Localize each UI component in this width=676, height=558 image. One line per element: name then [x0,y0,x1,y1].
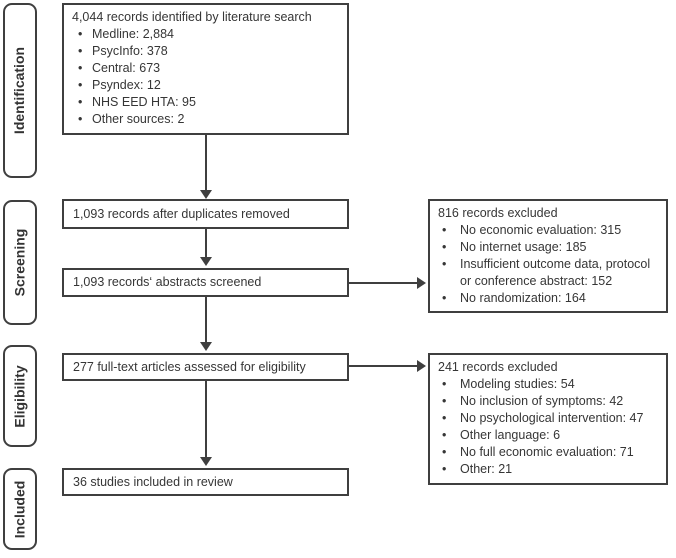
bullet-icon: • [78,112,83,126]
abstracts-screened-box: 1,093 records‘ abstracts screened [62,268,349,297]
list-item: • Insufficient outcome data, protocol or… [438,256,662,290]
excluded-insufficient-outcome-data: Insufficient outcome data, protocol or c… [460,257,651,288]
arrow-line-screened-to-excluded [349,282,418,284]
list-item: • No inclusion of symptoms: 42 [438,393,662,410]
arrow-head-down-icon [200,257,212,266]
stage-label-screening: Screening [3,200,37,325]
source-medline: Medline: 2,884 [92,27,175,41]
bullet-icon: • [78,27,83,41]
bullet-icon: • [442,445,447,459]
list-item: • PsycInfo: 378 [72,43,343,60]
excluded-no-internet-usage: No internet usage: 185 [460,240,587,254]
arrow-head-down-icon [200,342,212,351]
bullet-icon: • [442,394,447,408]
fulltext-assessed-box: 277 full-text articles assessed for elig… [62,353,349,381]
stage-label-included: Included [3,468,37,550]
list-item: • Other language: 6 [438,427,662,444]
stage-label-identification: Identification [3,3,37,178]
excluded-no-economic-evaluation: No economic evaluation: 315 [460,223,622,237]
bullet-icon: • [442,428,447,442]
records-identified-title: 4,044 records identified by literature s… [72,10,312,24]
source-nhs-eed-hta: NHS EED HTA: 95 [92,95,196,109]
records-identified-box: 4,044 records identified by literature s… [62,3,349,135]
excluded-modeling-studies: Modeling studies: 54 [460,377,575,391]
arrow-head-right-icon [417,360,426,372]
bullet-icon: • [442,257,447,271]
bullet-icon: • [78,61,83,75]
list-item: • Other sources: 2 [72,111,343,128]
bullet-icon: • [442,377,447,391]
source-psycinfo: PsycInfo: 378 [92,44,168,58]
arrow-head-down-icon [200,457,212,466]
excluded-screening-title: 816 records excluded [438,206,558,220]
bullet-icon: • [442,411,447,425]
excluded-no-psychological-intervention: No psychological intervention: 47 [460,411,644,425]
list-item: • Other: 21 [438,461,662,478]
list-item: • Modeling studies: 54 [438,376,662,393]
duplicates-removed-box: 1,093 records after duplicates removed [62,199,349,229]
arrow-line-fulltext-to-included [205,381,207,458]
excluded-no-full-economic-evaluation: No full economic evaluation: 71 [460,445,634,459]
stage-label-identification-text: Identification [11,46,28,135]
list-item: • No psychological intervention: 47 [438,410,662,427]
stage-label-eligibility-text: Eligibility [11,364,28,428]
arrow-line-duplicates-to-screened [205,229,207,258]
stage-label-included-text: Included [11,480,28,538]
excluded-eligibility-title: 241 records excluded [438,360,558,374]
duplicates-removed-text: 1,093 records after duplicates removed [73,206,290,221]
list-item: • Central: 673 [72,60,343,77]
arrow-head-down-icon [200,190,212,199]
bullet-icon: • [442,462,447,476]
arrow-line-fulltext-to-excluded [349,365,418,367]
list-item: • No randomization: 164 [438,290,662,307]
source-psyndex: Psyndex: 12 [92,78,161,92]
excluded-no-inclusion-of-symptoms: No inclusion of symptoms: 42 [460,394,624,408]
bullet-icon: • [78,44,83,58]
arrow-head-right-icon [417,277,426,289]
list-item: • No economic evaluation: 315 [438,222,662,239]
source-other: Other sources: 2 [92,112,185,126]
arrow-line-identified-to-duplicates [205,135,207,192]
stage-label-screening-text: Screening [11,228,28,297]
bullet-icon: • [442,291,447,305]
bullet-icon: • [78,78,83,92]
excluded-screening-box: 816 records excluded • No economic evalu… [428,199,668,313]
list-item: • Medline: 2,884 [72,26,343,43]
abstracts-screened-text: 1,093 records‘ abstracts screened [73,275,262,289]
source-central: Central: 673 [92,61,161,75]
list-item: • No full economic evaluation: 71 [438,444,662,461]
included-in-review-text: 36 studies included in review [73,474,233,489]
list-item: • No internet usage: 185 [438,239,662,256]
bullet-icon: • [78,95,83,109]
included-in-review-box: 36 studies included in review [62,468,349,496]
list-item: • Psyndex: 12 [72,77,343,94]
bullet-icon: • [442,223,447,237]
excluded-other: Other: 21 [460,462,513,476]
excluded-eligibility-box: 241 records excluded • Modeling studies:… [428,353,668,485]
excluded-other-language: Other language: 6 [460,428,561,442]
bullet-icon: • [442,240,447,254]
stage-label-eligibility: Eligibility [3,345,37,447]
arrow-line-screened-to-fulltext [205,297,207,343]
excluded-no-randomization: No randomization: 164 [460,291,586,305]
list-item: • NHS EED HTA: 95 [72,94,343,111]
fulltext-assessed-text: 277 full-text articles assessed for elig… [73,359,306,374]
